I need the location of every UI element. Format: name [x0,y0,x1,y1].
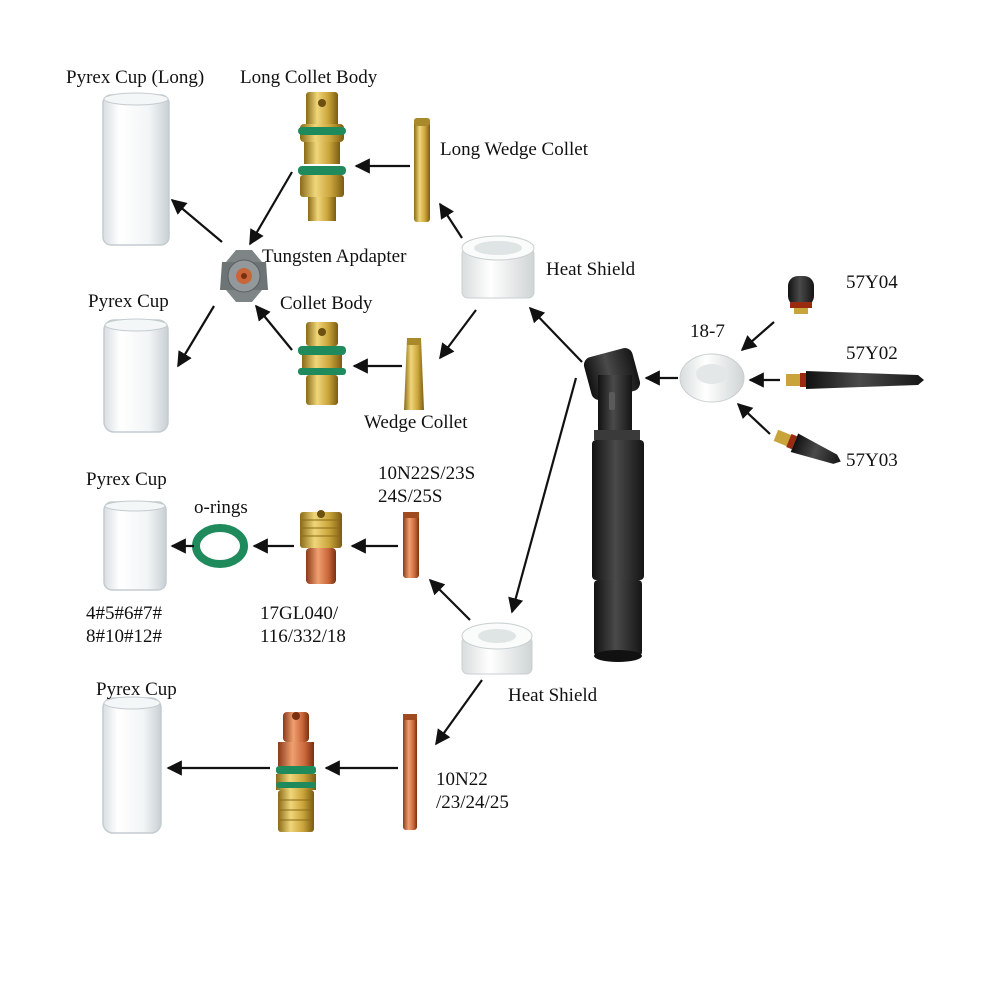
label-collet-10n22s-line1: 10N22S/23S [378,463,476,484]
ring-18-7 [679,353,745,403]
label-cup-sizes-line1: 4#5#6#7# [86,603,162,624]
pyrex-cup-sized [103,500,167,591]
label-pyrex-cup: Pyrex Cup [88,291,169,312]
arrow-57y04-to-ring [740,321,775,352]
arrow-long-body-to-adapter [249,171,293,246]
torch-body [583,348,644,662]
label-heat-shield-top: Heat Shield [546,259,636,280]
arrow-heat-shield-to-long-wedge [439,202,463,239]
heat-shield-top [461,235,535,299]
arrow-torch-to-heat-shield-bottom [508,377,578,614]
back-cap-57y04 [788,276,814,314]
label-pyrex-cup-long: Pyrex Cup (Long) [66,67,205,88]
wedge-collet [404,338,424,410]
label-57y03: 57Y03 [846,450,898,471]
pyrex-cup [103,318,169,433]
collet-body [298,322,346,405]
collet-10n22s [403,512,419,578]
tungsten-adapter [220,250,268,302]
label-pyrex-cup-sized: Pyrex Cup [86,469,167,490]
label-pyrex-cup-bottom: Pyrex Cup [96,679,177,700]
label-gas-lens-line2: 116/332/18 [260,626,346,647]
back-cap-57y03 [773,429,841,464]
o-ring [192,524,248,568]
label-18-7: 18-7 [690,321,725,342]
label-long-wedge-collet: Long Wedge Collet [440,139,588,160]
label-collet-10n22s-line2: 24S/25S [378,486,443,507]
label-57y02: 57Y02 [846,343,898,364]
arrow-collet-body-to-adapter [255,304,293,351]
arrow-adapter-to-cup-long [170,199,223,243]
label-tungsten-adapter: Tungsten Apdapter [262,246,407,267]
pyrex-cup-bottom [102,696,162,834]
arrow-adapter-to-cup [177,305,215,368]
long-collet-body [298,92,346,221]
label-gas-lens-line1: 17GL040/ [260,603,339,624]
label-o-rings: o-rings [194,497,248,518]
label-long-collet-body: Long Collet Body [240,67,378,88]
long-wedge-collet [414,118,430,222]
collet-body-bottom [276,712,316,832]
arrow-heat-shield-to-collet-10n22 [435,679,483,746]
label-cup-sizes-line2: 8#10#12# [86,626,162,647]
label-collet-body: Collet Body [280,293,373,314]
pyrex-cup-long [102,92,170,246]
arrows [166,158,780,776]
back-cap-57y02 [786,371,924,389]
label-57y04: 57Y04 [846,272,898,293]
gas-lens-17gl040 [300,510,342,584]
heat-shield-bottom [461,622,533,675]
label-collet-10n22-line2: /23/24/25 [436,792,509,813]
collet-10n22 [403,714,417,830]
label-collet-10n22-line1: 10N22 [436,769,488,790]
arrow-heat-shield-to-collet-10n22s [428,578,471,621]
arrow-torch-to-heat-shield-top [528,306,583,363]
label-heat-shield-bottom: Heat Shield [508,685,598,706]
arrow-57y03-to-ring [736,402,771,435]
label-wedge-collet: Wedge Collet [364,412,468,433]
arrow-heat-shield-to-wedge [439,309,477,360]
